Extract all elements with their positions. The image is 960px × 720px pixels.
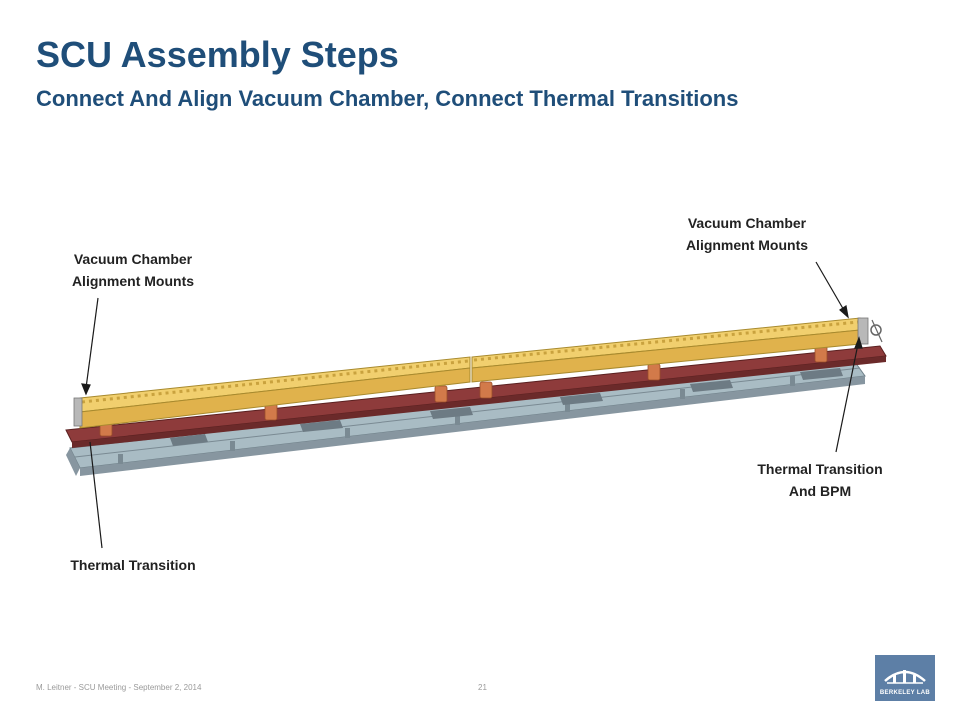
berkeley-lab-logo: BERKELEY LAB (875, 655, 935, 701)
callout-text: Thermal Transition (70, 557, 196, 573)
callout-text: Alignment Mounts (71, 273, 195, 289)
thermal-transition-supports (99, 345, 828, 437)
vacuum-chamber-left (79, 356, 471, 429)
logo-text: BERKELEY LAB (879, 690, 931, 696)
callout-text: Vacuum Chamber (687, 215, 807, 231)
callout-text: Vacuum Chamber (73, 251, 193, 267)
callout-right-alignment-mounts: Vacuum Chamber Alignment Mounts (672, 212, 822, 256)
footer-credit: M. Leitner - SCU Meeting - September 2, … (36, 683, 202, 692)
callout-text: Thermal Transition (757, 461, 883, 477)
slide-subtitle: Connect And Align Vacuum Chamber, Connec… (36, 86, 739, 111)
callout-text: Alignment Mounts (685, 237, 809, 253)
callout-leader-lines (81, 261, 863, 549)
callout-left-alignment-mounts: Vacuum Chamber Alignment Mounts (58, 248, 208, 292)
chamber-end-fittings (73, 317, 883, 427)
callout-text: And BPM (788, 483, 852, 499)
callout-left-thermal-transition: Thermal Transition (58, 554, 208, 576)
slide-title: SCU Assembly Steps (36, 34, 399, 75)
lab-building-icon (884, 670, 926, 684)
page-number: 21 (478, 683, 487, 692)
callout-right-thermal-transition: Thermal Transition And BPM (745, 458, 895, 502)
